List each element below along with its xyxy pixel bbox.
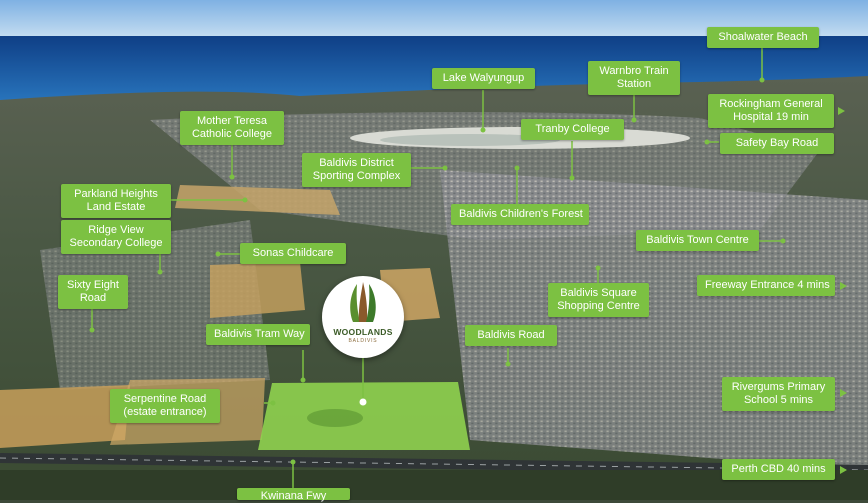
site-marker — [359, 398, 367, 406]
logo-wordmark: WOODLANDS — [333, 327, 393, 337]
marker-sonas — [215, 251, 221, 257]
marker-tranby — [569, 175, 575, 181]
marker-beach — [759, 77, 765, 83]
marker-baldivis-road — [505, 361, 511, 367]
marker-serpentine — [270, 400, 276, 406]
label-perth-cbd: Perth CBD 40 mins — [722, 459, 835, 480]
marker-mother-teresa — [229, 174, 235, 180]
label-serpentine-road: Serpentine Road(estate entrance) — [110, 389, 220, 423]
marker-safety-bay — [704, 139, 710, 145]
marker-lake — [480, 127, 486, 133]
sand-field — [175, 185, 340, 215]
logo-suburb: BALDIVIS — [348, 338, 378, 344]
marker-forest — [514, 165, 520, 171]
sand-field-2 — [210, 262, 305, 318]
label-lake-walyungup: Lake Walyungup — [432, 68, 535, 89]
marker-sixty-eight — [89, 327, 95, 333]
label-tram-way: Baldivis Tram Way — [206, 324, 310, 345]
label-kwinana-fwy: Kwinana Fwy — [237, 488, 350, 502]
right-arrow-icon — [838, 107, 847, 474]
marker-square — [595, 265, 601, 271]
marker-sporting — [442, 165, 448, 171]
marker-parkland — [242, 197, 248, 203]
tree-logo-icon — [350, 282, 376, 322]
sand-field-4 — [0, 385, 130, 448]
marker-station — [631, 117, 637, 123]
marker-town-centre — [780, 238, 786, 244]
label-childrens-forest: Baldivis Children's Forest — [451, 204, 589, 225]
marker-freeway — [290, 459, 296, 465]
lake-inner — [380, 134, 560, 146]
label-freeway-entrance: Freeway Entrance 4 mins — [697, 275, 835, 296]
label-town-centre: Baldivis Town Centre — [636, 230, 759, 251]
marker-ridge-view — [157, 269, 163, 275]
suburb-west — [40, 220, 270, 390]
label-baldivis-road: Baldivis Road — [465, 325, 557, 346]
label-shoalwater-beach: Shoalwater Beach — [707, 27, 819, 48]
label-tranby-college: Tranby College — [521, 119, 624, 140]
label-sonas-childcare: Sonas Childcare — [240, 243, 346, 264]
estate-site — [258, 382, 470, 450]
estate-bush — [307, 409, 363, 427]
marker-tram-way — [300, 377, 306, 383]
woodlands-logo: WOODLANDS BALDIVIS — [322, 276, 404, 358]
label-safety-bay-road: Safety Bay Road — [720, 133, 834, 154]
